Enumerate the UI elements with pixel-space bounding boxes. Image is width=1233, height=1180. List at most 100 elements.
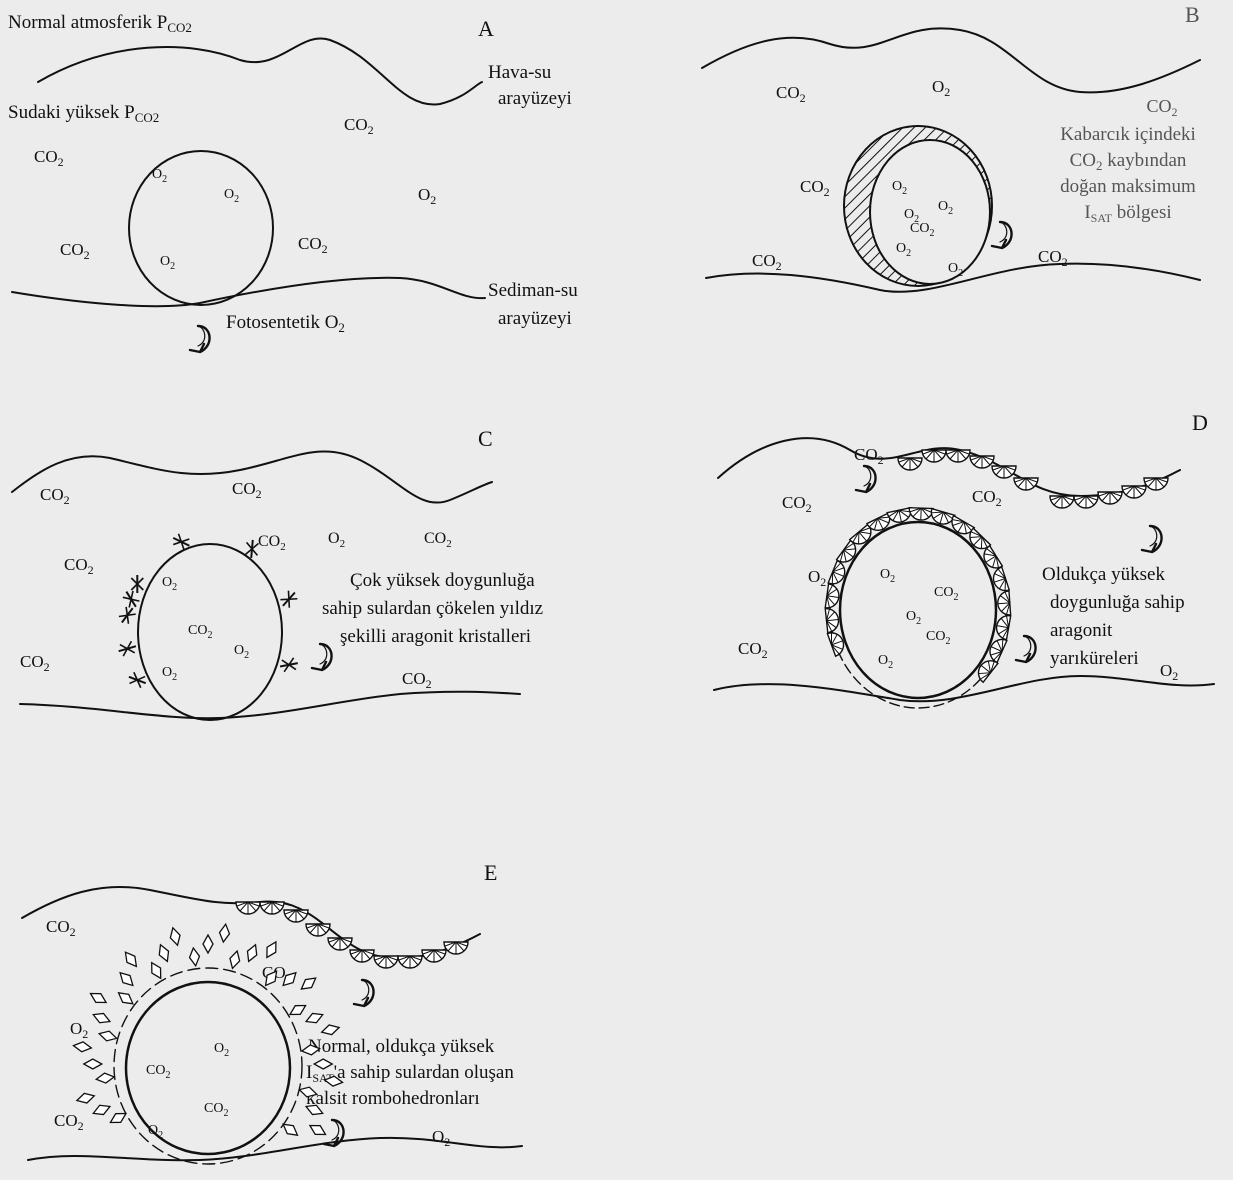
- sediment-water-interface-line: [20, 692, 520, 719]
- co2-label: CO2: [738, 639, 768, 661]
- aragonite-star-crystal: [131, 575, 143, 593]
- calcite-rhombohedron: [298, 974, 318, 993]
- calcite-note-line-1: Normal, oldukça yüksek: [308, 1036, 495, 1057]
- aragonite-note-line-2: sahip sulardan çökelen yıldız: [322, 598, 543, 619]
- co2-label: CO2: [64, 555, 94, 577]
- gas-bubble: [870, 140, 990, 284]
- calcite-rhombohedron: [244, 943, 260, 963]
- calcite-rhombohedron: [168, 927, 182, 947]
- co2-label: CO2: [972, 487, 1002, 509]
- calcite-rhombohedron: [320, 1023, 340, 1037]
- calcite-rhombohedron: [91, 1010, 111, 1026]
- photosynthetic-o2-label: Fotosentetik O2: [226, 312, 345, 335]
- calcite-rhombohedron: [147, 960, 165, 981]
- panel-letter-b: B: [1185, 2, 1200, 27]
- sediment-water-label-2: arayüzeyi: [498, 308, 572, 329]
- co2-label: CO2: [752, 251, 782, 273]
- o2-label: O2: [160, 254, 175, 272]
- gas-bubble: [129, 151, 273, 305]
- curl-arrow-icon: [354, 980, 374, 1006]
- co2-label: CO2: [800, 177, 830, 199]
- o2-label: O2: [418, 185, 436, 207]
- co2-label: CO2: [232, 479, 262, 501]
- aragonite-hemisphere: [825, 584, 840, 609]
- aragonite-star-crystal: [278, 588, 299, 609]
- o2-label: O2: [880, 567, 895, 585]
- panel-e: E Normal, oldukça yüksek ISAT'a sahip su…: [22, 860, 522, 1164]
- co2-label: CO2: [40, 485, 70, 507]
- aragonite-note-line-1: Çok yüksek doygunluğa: [350, 570, 535, 591]
- panel-d: D Oldukça yüksek doygunluğa sahip aragon…: [714, 410, 1214, 708]
- co2-label: CO2: [204, 1101, 228, 1119]
- aragonite-hemisphere: [825, 608, 839, 633]
- curl-arrow-icon: [992, 222, 1012, 248]
- o2-label: O2: [1160, 661, 1178, 683]
- hemisphere-note-line-2: doygunluğa sahip: [1050, 592, 1185, 613]
- co2-label: CO2: [60, 240, 90, 262]
- co2-label: CO2: [934, 585, 958, 603]
- aragonite-star-crystal: [127, 671, 148, 689]
- aragonite-hemispheres-surface: [898, 450, 1168, 508]
- bubble-note-line-3: doğan maksimum: [1060, 176, 1196, 197]
- calcite-rhombohedron: [84, 1059, 102, 1069]
- co2-label: CO2: [20, 652, 50, 674]
- aragonite-star-crystal: [117, 640, 138, 656]
- aragonite-hemisphere: [995, 614, 1011, 640]
- panel-letter-c: C: [478, 426, 493, 451]
- calcite-rhombohedron: [314, 1059, 332, 1069]
- calcite-rhombohedron: [228, 950, 242, 970]
- panel-a: A Normal atmosferik PCO2 Hava-su arayüze…: [8, 12, 578, 352]
- o2-label: O2: [148, 1123, 163, 1141]
- o2-label: O2: [162, 665, 177, 683]
- calcite-rhombohedra-surface: [236, 902, 468, 968]
- o2-label: O2: [162, 575, 177, 593]
- o2-label: O2: [152, 167, 167, 185]
- bubble-note-line-2: CO2 kaybından: [1070, 150, 1187, 173]
- water-pco2-label: Sudaki yüksek PCO2: [8, 102, 159, 125]
- co2-label: CO2: [34, 147, 64, 169]
- hemisphere-note-line-3: aragonit: [1050, 620, 1113, 641]
- calcite-rhombohedron: [117, 969, 137, 989]
- calcite-rhombohedron: [280, 1120, 300, 1139]
- co2-label: CO2: [782, 493, 812, 515]
- calcite-rhombohedron: [121, 949, 140, 969]
- o2-label: O2: [234, 643, 249, 661]
- o2-label: O2: [932, 77, 950, 99]
- co2-label: CO2: [424, 530, 452, 550]
- calcite-rhombohedron: [188, 947, 200, 966]
- co2-label: CO2: [298, 234, 328, 256]
- calcite-note-line-3: kalsit rombohedronları: [306, 1088, 480, 1109]
- o2-label: O2: [878, 653, 893, 671]
- co2-label: CO2: [54, 1111, 84, 1133]
- co2-label: CO2: [854, 445, 884, 467]
- co2-label: CO2: [344, 115, 374, 137]
- o2-label: O2: [214, 1041, 229, 1059]
- calcite-rhombohedron: [307, 1121, 328, 1139]
- aragonite-hemisphere: [909, 508, 933, 521]
- aragonite-hemisphere: [828, 561, 848, 588]
- air-water-interface-line: [718, 438, 1180, 496]
- air-water-interface-line: [38, 38, 482, 104]
- co2-label: CO2: [1146, 96, 1177, 119]
- o2-label: O2: [808, 567, 826, 589]
- calcite-rhombohedron: [76, 1091, 96, 1105]
- co2-label: CO2: [188, 623, 212, 641]
- curl-arrow-icon: [190, 326, 210, 352]
- hemisphere-note-line-4: yarıküreleri: [1050, 648, 1139, 669]
- aragonite-hemisphere: [997, 591, 1011, 616]
- panel-letter-e: E: [484, 860, 497, 885]
- co2-label: CO2: [258, 533, 286, 553]
- curl-arrow-icon: [1016, 636, 1036, 662]
- calcite-rhombohedron: [98, 1029, 118, 1043]
- panel-b: B CO2 Kabarcık içindeki CO2 kaybından do…: [702, 2, 1200, 292]
- sediment-water-interface-line: [12, 278, 485, 306]
- aragonite-star-crystal: [117, 605, 137, 627]
- o2-label: O2: [906, 609, 921, 627]
- calcite-rhombohedron: [304, 1010, 324, 1026]
- calcite-rhombohedron: [73, 1041, 92, 1053]
- air-water-label-1: Hava-su: [488, 62, 552, 83]
- calcite-rhombohedron: [116, 989, 136, 1008]
- calcite-rhombohedron: [91, 1102, 111, 1118]
